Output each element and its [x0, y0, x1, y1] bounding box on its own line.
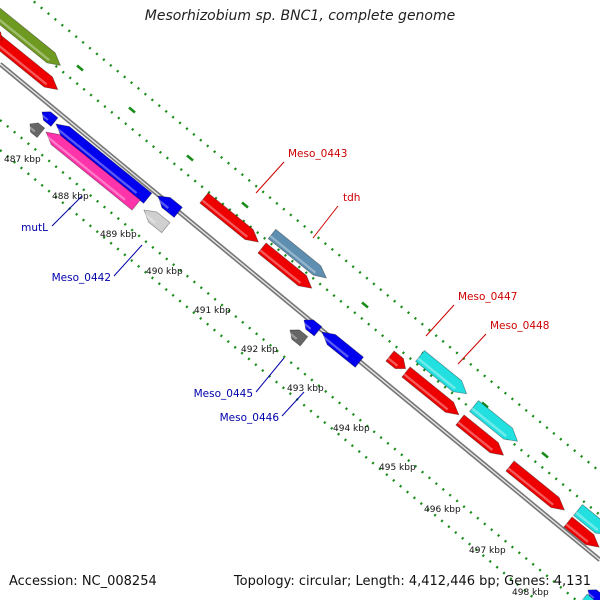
gene-red-d	[506, 461, 564, 510]
gene-red-d-highlight	[508, 468, 553, 505]
gene-label-leader	[256, 162, 284, 193]
gene-red-0443-highlight	[202, 200, 247, 237]
tick-label: 496 kbp	[424, 505, 461, 515]
gene-label: Meso_0448	[490, 320, 549, 332]
genome-summary-text: Topology: circular; Length: 4,412,446 bp…	[234, 574, 591, 589]
major-tick-mark	[77, 66, 83, 71]
gene-red-stub	[0, 26, 2, 40]
map-title: Mesorhizobium sp. BNC1, complete genome	[0, 8, 600, 24]
gene-label-leader	[282, 392, 304, 416]
major-tick-mark	[129, 108, 135, 113]
gene-blue-0445	[302, 320, 321, 336]
tick-labels: 487 kbp 488 kbp 489 kbp 490 kbp 491 kbp 492 k…	[4, 155, 549, 598]
major-tick-mark	[362, 303, 368, 308]
gene-label: Meso_0445	[194, 388, 253, 400]
gene-blue-0446-shape	[322, 332, 363, 367]
gene-red-d-shape	[506, 461, 564, 510]
tick-label: 490 kbp	[146, 267, 183, 277]
gene-blue-small-shape	[42, 112, 58, 127]
gene-blue-0445-shape	[304, 320, 322, 336]
major-tick-mark	[542, 453, 548, 458]
outer-dot-line-1	[20, 0, 600, 480]
tick-label: 489 kbp	[100, 230, 137, 240]
gene-label: tdh	[343, 192, 360, 204]
genome-backbone	[0, 64, 600, 560]
tick-label: 487 kbp	[4, 155, 41, 165]
gene-blue-small	[40, 112, 57, 127]
gene-label: Meso_0442	[52, 272, 111, 284]
tick-label: 491 kbp	[194, 306, 231, 316]
gene-gray-0442-shape	[144, 210, 170, 233]
gene-label-leader	[256, 358, 284, 392]
gene-gray-0445-shape	[290, 330, 308, 346]
tick-label: 494 kbp	[333, 424, 370, 434]
gene-label: mutL	[21, 222, 48, 234]
major-tick-mark	[187, 156, 193, 161]
tick-label: 495 kbp	[379, 463, 416, 473]
inner-dot-line-1	[0, 120, 600, 600]
tick-label: 488 kbp	[52, 192, 89, 202]
accession-text: Accession: NC_008254	[9, 574, 157, 589]
gene-label-leader	[426, 305, 454, 336]
gene-gray-0445	[288, 330, 307, 346]
gene-gray-0442	[142, 210, 170, 233]
gene-label: Meso_0447	[458, 291, 517, 303]
tick-label: 493 kbp	[287, 384, 324, 394]
gene-label: Meso_0443	[288, 148, 347, 160]
tick-label: 498 kbp	[512, 588, 549, 598]
tick-label: 492 kbp	[241, 345, 278, 355]
gene-blue-long-highlight	[54, 126, 136, 193]
inner-dot-line-2	[0, 150, 560, 600]
gene-blue-0446	[320, 332, 363, 367]
gene-label: Meso_0446	[220, 412, 280, 424]
gene-red-stub-shape	[0, 26, 2, 40]
outer-dot-line-2	[0, 20, 600, 515]
gene-label-leader	[313, 206, 338, 238]
gene-gray-small	[28, 123, 44, 138]
backbone-highlight	[0, 64, 600, 560]
major-tick-mark	[242, 203, 248, 208]
tick-label: 497 kbp	[469, 546, 506, 556]
gene-label-leader	[458, 334, 486, 364]
